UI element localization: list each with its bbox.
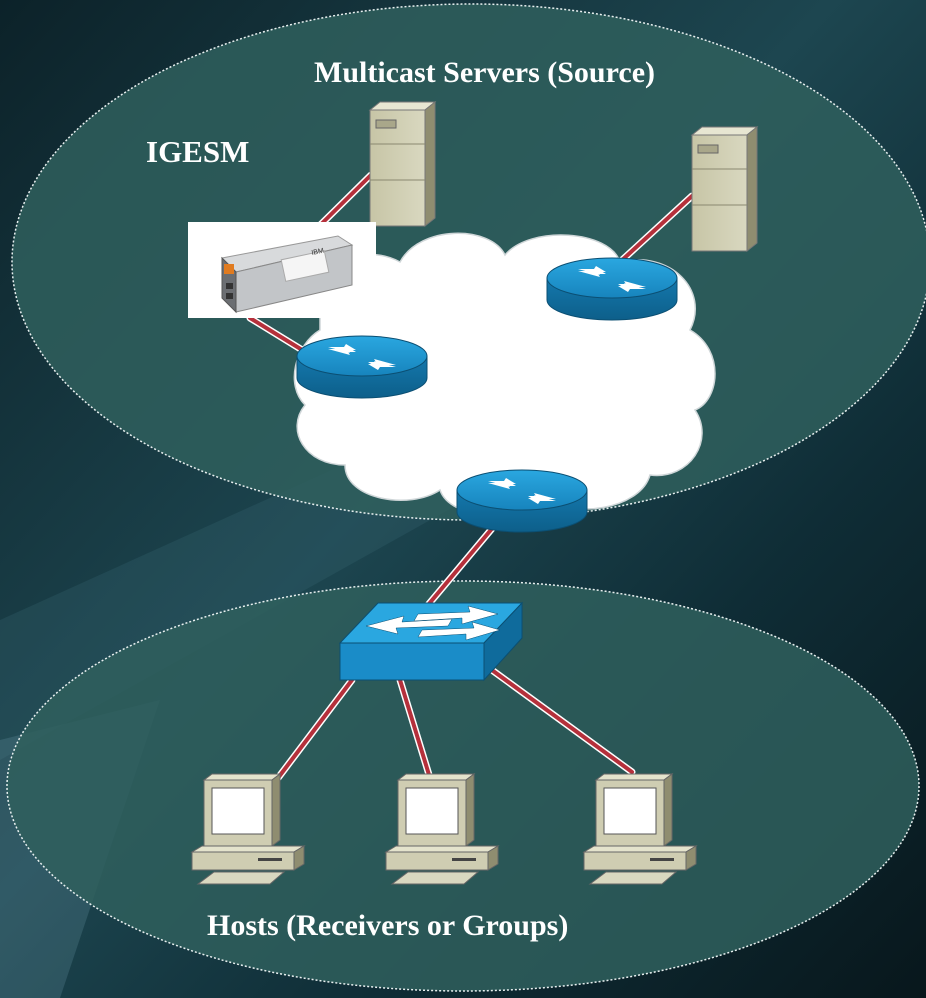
server-icon	[368, 100, 437, 228]
server-icon	[690, 125, 759, 253]
router-icon	[296, 335, 428, 399]
computer-icon	[190, 773, 306, 885]
link-switch-host2	[396, 676, 434, 782]
module-brand-text: IBM	[311, 247, 325, 256]
igesm-label: IGESM	[146, 134, 250, 169]
link-server2-router	[616, 192, 696, 266]
switch-icon	[338, 601, 524, 682]
router-icon	[456, 469, 588, 533]
link-router-switch	[424, 521, 499, 609]
link-switch-host1	[274, 676, 356, 782]
link-switch-host3	[481, 661, 636, 776]
computer-icon	[582, 773, 698, 885]
switch-module-icon: IBM	[188, 222, 376, 318]
top-zone-title: Multicast Servers (Source)	[314, 56, 656, 89]
bottom-zone-title: Hosts (Receivers or Groups)	[207, 909, 569, 942]
router-icon	[546, 257, 678, 321]
computer-icon	[384, 773, 500, 885]
